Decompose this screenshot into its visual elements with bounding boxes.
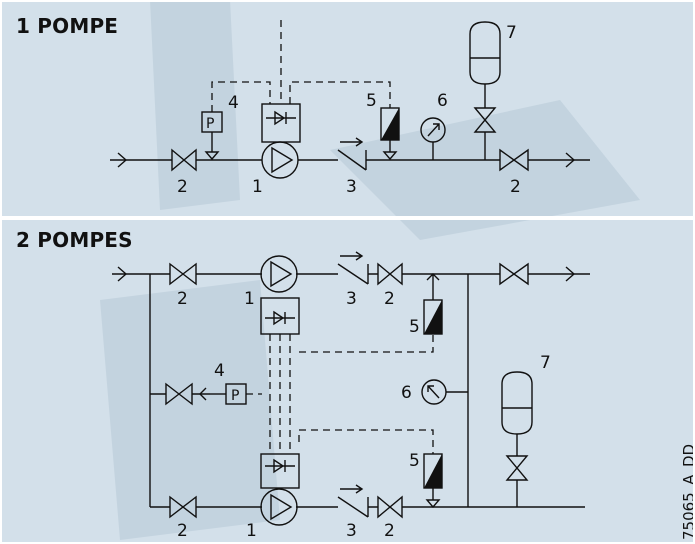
sensor-bottom-tap <box>425 488 441 509</box>
label-sensor-top: 5 <box>409 317 420 337</box>
pump-top-triangle <box>270 260 293 288</box>
tank-valve-2 <box>505 434 529 507</box>
pressure-switch-tap <box>204 132 220 161</box>
inlet-arrow <box>117 152 128 168</box>
check-top-arrow <box>340 251 364 261</box>
sensor-fill <box>381 108 399 140</box>
section-1-schematic: 2 1 3 2 4 P 5 6 7 <box>110 20 590 197</box>
check-top-symbol <box>337 263 369 285</box>
label-valve-top: 2 <box>177 289 188 309</box>
tank-symbol-2 <box>501 371 533 435</box>
label-pressure-switch-2: 4 <box>214 361 225 381</box>
tank-symbol <box>469 21 501 85</box>
label-gauge: 6 <box>437 91 448 111</box>
background-decoration <box>100 0 640 540</box>
label-gauge-2: 6 <box>401 383 412 403</box>
gauge-needle-2 <box>427 385 468 399</box>
control-box-top-symbol <box>265 310 295 326</box>
pressure-switch-letter-2: P <box>231 388 239 404</box>
control-box-symbol <box>266 110 296 126</box>
label-valve-out: 2 <box>510 177 521 197</box>
switch-arrow <box>199 387 207 401</box>
valve-out-symbol <box>499 148 529 172</box>
sensor-bottom-fill <box>424 454 442 488</box>
label-sensor-bottom: 5 <box>409 451 420 471</box>
section-2-title: 2 POMPES <box>16 228 133 252</box>
sensor-signal-line <box>289 81 391 108</box>
valve-outlet-symbol <box>499 262 529 286</box>
pump-top-symbol <box>260 255 298 293</box>
inlet-arrow-2 <box>117 266 128 282</box>
outlet-arrow <box>565 152 576 168</box>
pump-triangle <box>271 146 294 174</box>
gauge-needle <box>427 123 440 160</box>
sensor-bottom-signal <box>298 429 434 454</box>
tank-valve <box>473 84 497 160</box>
label-pump-top: 1 <box>244 289 255 309</box>
label-pressure-switch: 4 <box>228 93 239 113</box>
outlet-arrow-2 <box>565 266 576 282</box>
check-bottom-arrow <box>340 484 364 494</box>
label-sensor: 5 <box>366 91 377 111</box>
check-valve-symbol <box>337 149 367 171</box>
section-1-title: 1 POMPE <box>16 14 119 38</box>
control-box-bottom <box>260 453 300 489</box>
label-pump-bottom: 1 <box>246 521 257 541</box>
sensor-top-tap <box>426 273 440 300</box>
switch-valve-symbol <box>150 382 210 406</box>
valve-in-symbol <box>171 148 197 172</box>
pump-bottom-symbol <box>260 488 298 526</box>
label-valve-bottom-out: 2 <box>384 521 395 541</box>
label-check-top: 3 <box>346 289 357 309</box>
label-valve-in: 2 <box>177 177 188 197</box>
control-box <box>261 103 301 143</box>
label-tank-2: 7 <box>540 353 551 373</box>
control-cables <box>269 334 291 454</box>
label-tank: 7 <box>506 23 517 43</box>
sensor-top-fill <box>424 300 442 334</box>
label-pump: 1 <box>252 177 263 197</box>
label-valve-top-out: 2 <box>384 289 395 309</box>
switch-signal-line <box>211 81 271 112</box>
check-valve-arrow <box>340 137 364 147</box>
valve-bottom-symbol <box>169 495 197 519</box>
sensor-top-signal <box>299 334 434 353</box>
check-bottom-symbol <box>337 496 369 518</box>
label-check-bottom: 3 <box>346 521 357 541</box>
valve-top-symbol <box>169 262 197 286</box>
sensor-tap <box>382 140 398 161</box>
pressure-switch-letter: P <box>206 116 214 132</box>
section-2-schematic: 2 1 3 2 5 4 P 6 7 5 2 1 3 2 <box>112 251 590 541</box>
valve-bottom-out-symbol <box>377 495 403 519</box>
label-check-valve: 3 <box>346 177 357 197</box>
control-box-bottom-symbol <box>265 458 295 474</box>
valve-top-out-symbol <box>377 262 403 286</box>
pump-bottom-triangle <box>270 493 293 521</box>
label-valve-bottom: 2 <box>177 521 188 541</box>
